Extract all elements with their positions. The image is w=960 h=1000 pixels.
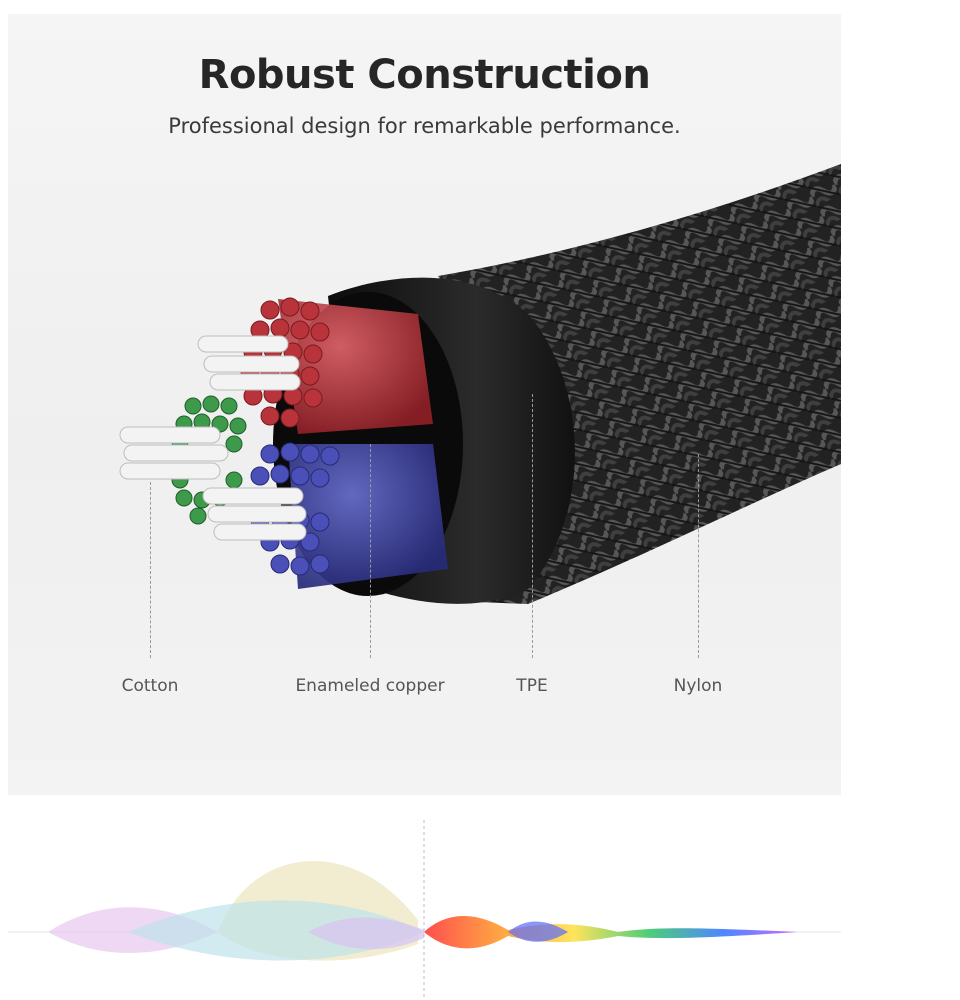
cotton-callout-line xyxy=(150,482,151,658)
layer-label-tpe: TPE xyxy=(516,676,548,696)
nylon-callout-line xyxy=(698,454,699,658)
layer-label-cotton: Cotton xyxy=(121,676,179,696)
page-title: Robust Construction xyxy=(198,52,651,98)
cable-cross-section-illustration xyxy=(119,164,841,604)
copper-callout-line xyxy=(370,444,371,658)
product-feature-panel: Robust Construction Professional design … xyxy=(8,14,841,795)
tpe-callout-line xyxy=(532,394,533,658)
sound-waveform-illustration xyxy=(8,820,841,1000)
layer-label-enameled-copper: Enameled copper xyxy=(295,676,445,696)
page-subtitle: Professional design for remarkable perfo… xyxy=(168,114,681,138)
layer-label-nylon: Nylon xyxy=(673,676,723,696)
cotton-strands xyxy=(119,335,307,541)
